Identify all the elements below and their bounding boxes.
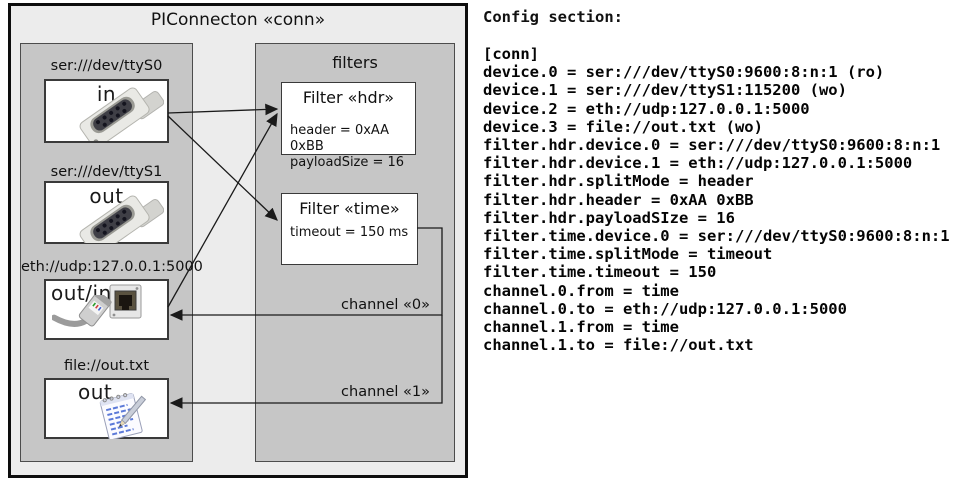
- device-url-label-file: file://out.txt: [63, 358, 150, 374]
- filter-attribute: payloadSize = 16: [290, 155, 405, 170]
- filter-attribute: header = 0xAA 0xBB: [290, 123, 390, 154]
- device-url-label-udp: eth://udp:127.0.0.1:5000: [21, 259, 203, 275]
- device-url-label-ttys1: ser:///dev/ttyS1: [50, 164, 163, 180]
- ethernet-plug-icon: [52, 295, 113, 327]
- filter-title: Filter «hdr»: [302, 88, 395, 107]
- device-url-label-ttys0: ser:///dev/ttyS0: [50, 58, 163, 74]
- device-box-ttys1: out: [44, 181, 169, 244]
- ethernet-jack-icon: [109, 284, 142, 319]
- device-box-udp: out/in: [44, 279, 169, 340]
- device-direction-label: out: [89, 184, 124, 208]
- config-heading: Config section:: [483, 8, 623, 26]
- diagram-title: PIConnecton «conn»: [150, 10, 326, 30]
- filter-title: Filter «time»: [299, 199, 400, 218]
- device-box-ttys0: in: [44, 79, 169, 143]
- db9-serial-connector-icon: [79, 195, 164, 243]
- filter-box-time: Filter «time» timeout = 150 ms: [281, 193, 418, 265]
- notepad-pencil-icon: [99, 393, 147, 439]
- channel-0-label: channel «0»: [341, 297, 430, 313]
- channel-1-label: channel «1»: [341, 384, 430, 400]
- filter-box-hdr: Filter «hdr» header = 0xAA 0xBB payloadS…: [281, 82, 416, 170]
- device-box-file: out: [44, 378, 169, 439]
- db9-serial-connector-icon: [79, 87, 164, 141]
- filter-attribute: timeout = 150 ms: [290, 225, 409, 240]
- devices-panel: ser:///dev/ttyS0 in ser:///dev/ttyS1: [20, 43, 203, 462]
- filters-panel: filters Filter «hdr» header = 0xAA 0xBB …: [255, 43, 455, 462]
- filters-panel-title: filters: [332, 53, 378, 72]
- device-direction-label: in: [96, 82, 117, 106]
- config-lines: [conn] device.0 = ser:///dev/ttyS0:9600:…: [483, 45, 950, 355]
